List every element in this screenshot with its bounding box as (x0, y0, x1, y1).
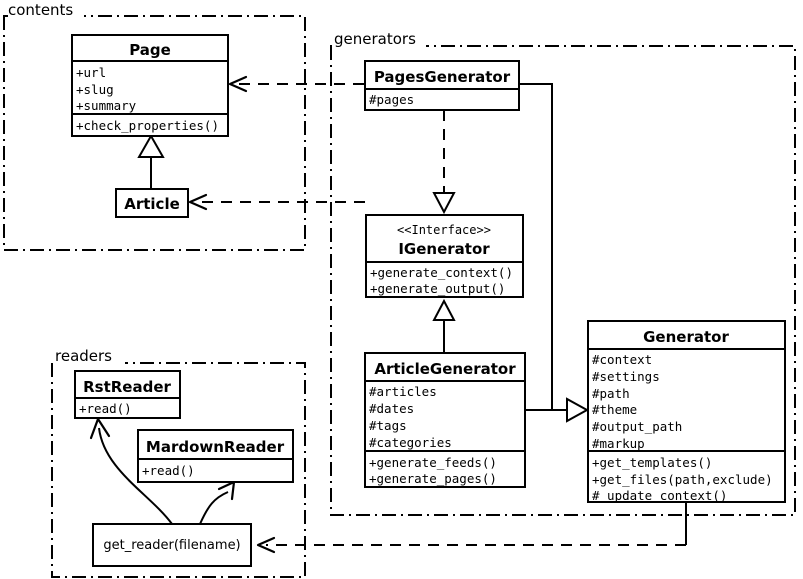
class-articlegenerator-method: +generate_pages() (369, 471, 497, 486)
class-article-title: Article (124, 195, 180, 213)
function-get-reader[interactable]: get_reader(filename) (92, 523, 252, 567)
class-articlegenerator-attribute: #dates (369, 401, 414, 416)
edge-article-to-page (137, 133, 165, 189)
class-generator-title: Generator (643, 328, 729, 346)
class-igenerator-box (365, 214, 524, 298)
class-articlegenerator-attribute: #articles (369, 384, 437, 399)
class-generator-method: +get_files(path,exclude) (592, 472, 773, 487)
class-generator-attribute: #output_path (592, 419, 682, 434)
open-arrowhead-icon (256, 536, 276, 554)
class-igenerator-method: +generate_output() (370, 281, 505, 296)
package-readers-label-bg (55, 347, 125, 364)
package-generators-label-bg (334, 30, 426, 47)
function-get-reader-label: get_reader(filename) (103, 538, 240, 553)
package-readers-label: readers (55, 347, 112, 365)
class-generator[interactable]: Generator #context #settings #path #them… (587, 320, 786, 503)
class-articlegenerator-attribute: #tags (369, 418, 407, 433)
class-mardownreader-method: +read() (142, 463, 195, 478)
package-contents-label-bg (8, 2, 84, 19)
class-igenerator-title: IGenerator (398, 240, 490, 258)
class-articlegenerator-box (364, 352, 526, 488)
package-contents-border (3, 15, 306, 251)
class-articlegenerator-attribute: #categories (369, 435, 452, 450)
class-article-box (115, 188, 189, 218)
class-rstreader-box (74, 370, 181, 419)
package-readers-border (51, 362, 306, 578)
class-page[interactable]: Page +url +slug +summary +check_properti… (71, 34, 229, 137)
package-generators-label: generators (334, 30, 416, 48)
package-contents: contents (3, 1, 306, 251)
package-contents-label: contents (8, 1, 73, 19)
class-pagesgenerator[interactable]: PagesGenerator #pages (364, 60, 520, 111)
class-pagesgenerator-box (364, 60, 520, 111)
hollow-triangle-arrowhead-icon (566, 397, 590, 423)
class-page-attribute: +url (76, 65, 106, 80)
hollow-triangle-arrowhead-icon (432, 192, 456, 215)
function-get-reader-box (92, 523, 252, 567)
class-articlegenerator-title: ArticleGenerator (374, 360, 516, 378)
class-generator-attribute: #context (592, 352, 652, 367)
class-page-method: +check_properties() (76, 118, 219, 133)
package-readers: readers (51, 347, 306, 578)
class-rstreader-method: +read() (79, 401, 132, 416)
edge-curve (199, 491, 229, 525)
class-generator-attribute: #theme (592, 402, 637, 417)
class-pagesgenerator-title: PagesGenerator (374, 68, 511, 86)
class-rstreader-title: RstReader (83, 378, 171, 396)
edge-line-pagesgenerator (519, 83, 553, 410)
edge-curve (98, 427, 173, 525)
class-articlegenerator-method: +generate_feeds() (369, 455, 497, 470)
edge-pagesgenerator-to-igenerator (432, 110, 456, 215)
class-igenerator-stereotype: <<Interface>> (397, 223, 491, 237)
open-arrowhead-icon (188, 193, 208, 211)
edge-getreader-to-mardownreader (199, 480, 236, 525)
class-igenerator[interactable]: <<Interface>> IGenerator +generate_conte… (365, 214, 524, 298)
class-articlegenerator[interactable]: ArticleGenerator #articles #dates #tags … (364, 352, 526, 488)
hollow-triangle-arrowhead-icon (432, 298, 456, 321)
open-arrowhead-icon (228, 75, 248, 93)
class-igenerator-method: +generate_context() (370, 265, 513, 280)
class-mardownreader[interactable]: MardownReader +read() (137, 429, 294, 483)
class-generator-attribute: #settings (592, 369, 660, 384)
hollow-triangle-arrowhead-icon (137, 133, 165, 158)
class-generator-box (587, 320, 786, 503)
edge-articlegenerator-to-igenerator (432, 298, 456, 353)
edge-generators-to-generator (519, 83, 590, 423)
class-page-box (71, 34, 229, 137)
class-generator-method: +get_templates() (592, 455, 712, 470)
class-generator-attribute: #path (592, 386, 630, 401)
class-generator-method: #_update_context() (592, 488, 727, 503)
class-pagesgenerator-attribute: #pages (369, 92, 414, 107)
edge-generator-to-getreader (256, 502, 687, 554)
package-generators: generators (330, 30, 796, 516)
class-mardownreader-title: MardownReader (146, 438, 285, 456)
class-generator-attribute: #markup (592, 436, 645, 451)
edge-pagesgenerator-to-page (228, 75, 364, 93)
class-article[interactable]: Article (115, 188, 189, 218)
class-page-attribute: +summary (76, 98, 137, 113)
class-rstreader[interactable]: RstReader +read() (74, 370, 181, 419)
edge-articlegenerator-to-article (188, 193, 365, 211)
package-generators-border (330, 45, 796, 516)
class-page-title: Page (129, 41, 171, 59)
class-mardownreader-box (137, 429, 294, 483)
class-page-attribute: +slug (76, 82, 114, 97)
